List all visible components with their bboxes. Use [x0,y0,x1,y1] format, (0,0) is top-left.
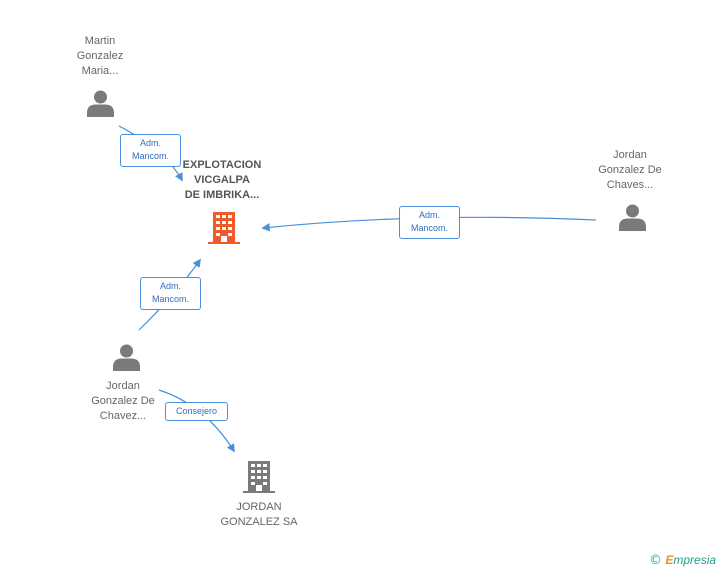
role-line: Mancom. [131,151,169,161]
label-line: Gonzalez De [91,395,155,407]
label-line: DE IMBRIKA... [184,189,260,201]
building-icon[interactable] [208,211,240,244]
person-label-jordan-chavez[interactable]: Jordan Gonzalez De Chavez... [78,379,168,424]
person-icon[interactable] [618,203,647,232]
copyright-icon: © [649,553,662,568]
company-label-explotacion[interactable]: EXPLOTACION VICGALPA DE IMBRIKA... [172,158,272,203]
role-line: Adm. [159,281,181,291]
label-line: Chavez... [99,410,147,422]
label-line: GONZALEZ SA [220,516,298,528]
label-line: JORDAN [236,501,282,513]
label-line: Gonzalez [76,50,124,62]
person-icon[interactable] [112,343,141,372]
role-line: Mancom. [151,294,189,304]
company-label-jordan-sa[interactable]: JORDAN GONZALEZ SA [204,500,314,530]
label-line: Gonzalez De [598,164,662,176]
role-line: Consejero [175,406,218,416]
role-label-chavez-jordan-sa[interactable]: Consejero [165,402,228,421]
label-line: Martin [84,35,116,47]
role-line: Adm. [139,138,161,148]
label-line: EXPLOTACION [182,159,262,171]
building-icon[interactable] [243,460,275,493]
role-label-chavez-explotacion[interactable]: Adm. Mancom. [140,277,201,310]
person-icon[interactable] [86,89,115,118]
role-label-martin-explotacion[interactable]: Adm. Mancom. [120,134,181,167]
person-label-jordan-chaves[interactable]: Jordan Gonzalez De Chaves... [585,148,675,193]
label-line: Jordan [613,149,647,161]
label-line: Jordan [106,380,140,392]
brand-name: mpresia [673,553,717,567]
brand-initial: E [665,553,674,567]
label-line: Chaves... [606,179,654,191]
empresia-credit: © Empresia [649,553,716,568]
role-line: Adm. [418,210,440,220]
person-label-martin[interactable]: Martin Gonzalez Maria... [60,34,140,79]
role-line: Mancom. [410,223,448,233]
label-line: Maria... [81,65,119,77]
role-label-chaves-explotacion[interactable]: Adm. Mancom. [399,206,460,239]
label-line: VICGALPA [193,174,251,186]
